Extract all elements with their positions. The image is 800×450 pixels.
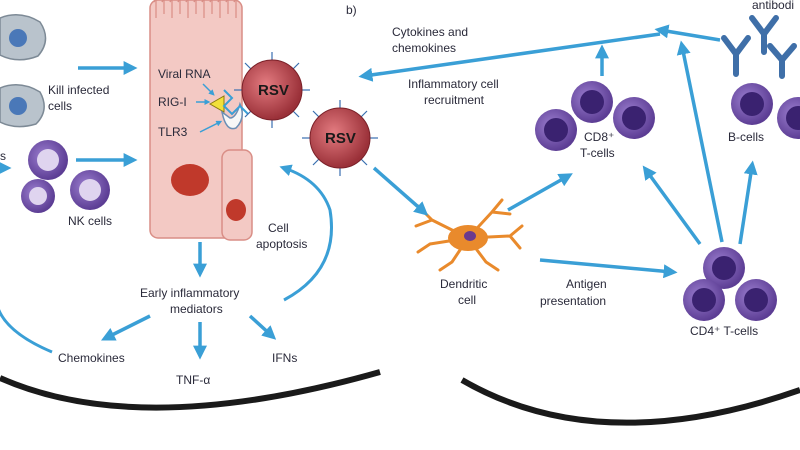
cd4-t-cell-icon xyxy=(735,279,777,321)
nucleus-icon xyxy=(171,164,209,196)
infected-cell-icon xyxy=(0,84,45,128)
cd4-t-cell-icon xyxy=(703,247,745,289)
rsv-virus-icon xyxy=(302,100,378,176)
cd4-t-cell-icon xyxy=(683,279,725,321)
cd8-t-cell-icon xyxy=(613,97,655,139)
antibodies-label: antibodi xyxy=(752,0,794,12)
dendritic-nucleus-icon xyxy=(464,231,476,241)
b-cell-icon xyxy=(777,97,800,139)
cut-label: s xyxy=(0,149,6,163)
b-cell-icon xyxy=(731,83,773,125)
inflammatory-label-2: recruitment xyxy=(424,93,485,107)
left-arc xyxy=(0,369,381,411)
viral-rna-label: Viral RNA xyxy=(158,67,210,81)
arrow-cd4-to-antibodies xyxy=(676,40,724,243)
dendritic-label: Dendritic xyxy=(440,277,487,291)
right-arc xyxy=(460,377,800,426)
tnf-label: TNF-α xyxy=(176,373,210,387)
antigen-label-2: presentation xyxy=(540,294,606,308)
cd8-label: CD8⁺ xyxy=(584,130,614,144)
rsv-virus-icon xyxy=(234,52,310,128)
early-mediators-label: Early inflammatory xyxy=(140,286,239,300)
tlr3-icon xyxy=(220,101,243,130)
infected-cell-icon xyxy=(0,14,47,61)
kill-infected-label: Kill infected xyxy=(48,83,109,97)
nk-cells-label: NK cells xyxy=(68,214,112,228)
cytokines-label: Cytokines and xyxy=(392,25,468,39)
cd4-label: CD4⁺ T-cells xyxy=(690,324,758,338)
cell-apoptosis-label-2: apoptosis xyxy=(256,237,307,251)
arrow-cd4-to-cd8 xyxy=(642,165,702,246)
nk-cell-icon xyxy=(28,140,68,180)
kill-infected-label-2: cells xyxy=(48,99,72,113)
chemokines-label: Chemokines xyxy=(58,351,125,365)
antibody-icon xyxy=(721,35,751,77)
antigen-label: Antigen xyxy=(566,277,607,291)
cd8-t-cell-icon xyxy=(571,81,613,123)
arrow-virus-to-dendritic xyxy=(372,166,429,216)
dendritic-label-2: cell xyxy=(458,293,476,307)
rsv-label-1: RSV xyxy=(258,82,289,99)
antibody-icon xyxy=(767,43,797,79)
cytokines-label-2: chemokines xyxy=(392,41,456,55)
arrow-rna xyxy=(202,83,215,96)
arrow-to-recruitment xyxy=(358,32,661,82)
nk-cell-icon xyxy=(21,179,55,213)
cd8-label-2: T-cells xyxy=(580,146,615,160)
arrow-to-chemokines xyxy=(100,314,151,341)
arrow-cd4-to-bcells xyxy=(738,160,758,245)
arrow-from-antibodies xyxy=(654,24,721,42)
cd8-t-cell-icon xyxy=(535,109,577,151)
nucleus-icon xyxy=(226,199,246,221)
arrow-antigen-presentation xyxy=(539,258,678,279)
ifns-label: IFNs xyxy=(272,351,297,365)
rig-i-label: RIG-I xyxy=(158,95,187,109)
arrow-chemokines-loop xyxy=(0,308,53,354)
early-mediators-label-2: mediators xyxy=(170,302,223,316)
panel-b-letter: b) xyxy=(346,3,357,17)
arrow-to-ifns xyxy=(248,314,277,340)
rsv-label-2: RSV xyxy=(325,130,356,147)
rig-i-icon xyxy=(208,95,225,113)
arrow-dendritic-to-cd8 xyxy=(507,173,573,212)
tlr3-label: TLR3 xyxy=(158,125,188,139)
inflammatory-label: Inflammatory cell xyxy=(408,77,499,91)
b-cells-label: B-cells xyxy=(728,130,764,144)
arrow-tlr3 xyxy=(199,120,223,133)
nk-cell-icon xyxy=(70,170,110,210)
antibody-icon xyxy=(749,15,779,55)
cell-apoptosis-label: Cell xyxy=(268,221,289,235)
viral-rna-strand-icon xyxy=(222,89,249,116)
arrow-ifn-apoptosis xyxy=(279,164,333,302)
